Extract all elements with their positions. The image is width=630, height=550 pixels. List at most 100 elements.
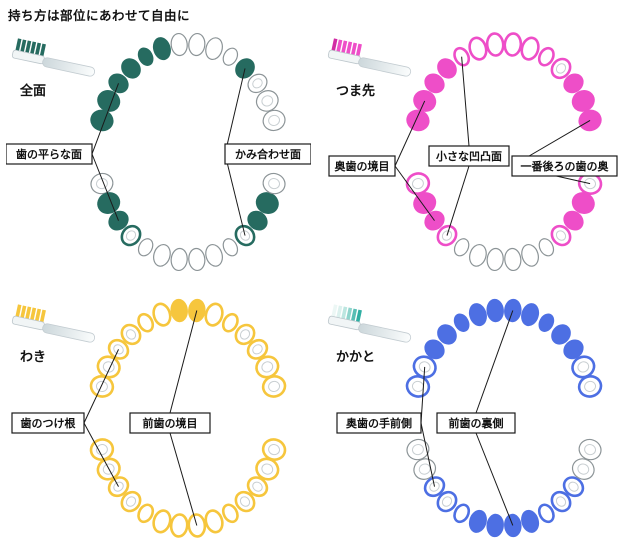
lower-tooth-10	[221, 503, 239, 524]
upper-tooth-7	[485, 32, 505, 57]
upper-tooth-6	[468, 36, 488, 61]
bristle	[30, 41, 37, 55]
lower-tooth-12	[563, 210, 584, 231]
upper-tooth-7	[170, 298, 188, 323]
lower-tooth-2	[413, 192, 437, 215]
upper-tooth-9	[205, 37, 223, 61]
upper-tooth-4	[437, 58, 457, 79]
callout-label: 歯の平らな面	[16, 147, 82, 161]
upper-tooth-14	[577, 375, 603, 398]
tooth-detail	[584, 444, 597, 456]
bristle	[39, 309, 46, 323]
leader-line	[446, 165, 470, 236]
lower-tooth-7	[169, 513, 189, 538]
lower-tooth-6	[468, 509, 487, 533]
callout-label: 奥歯の境目	[334, 159, 390, 173]
tooth-detail	[113, 481, 124, 492]
tooth-detail	[268, 444, 281, 456]
lower-tooth-11	[234, 490, 256, 513]
bristle	[350, 308, 358, 322]
bristle	[15, 304, 22, 318]
tooth-detail	[555, 63, 567, 74]
bristle	[20, 39, 27, 53]
brush-handle	[358, 57, 412, 77]
tooth-detail	[239, 230, 251, 241]
grip-label-kakato: かかと	[336, 349, 376, 364]
lower-tooth-7	[170, 247, 188, 272]
upper-tooth-3	[107, 338, 130, 360]
lower-tooth-13	[255, 192, 279, 215]
bristle	[25, 306, 32, 320]
tooth-detail	[113, 344, 124, 355]
tooth-detail	[252, 344, 263, 355]
panel-tsumasaki: つま先 奥歯の境目小さな凹凸面一番後ろの歯の奥	[322, 24, 627, 282]
upper-tooth-12	[246, 338, 269, 360]
tooth-detail	[125, 329, 137, 340]
lower-tooth-9	[521, 509, 540, 533]
upper-tooth-6	[468, 303, 487, 327]
callout-box	[6, 143, 93, 165]
tooth-detail	[411, 178, 424, 190]
tooth-detail	[441, 230, 453, 241]
upper-tooth-5	[137, 47, 154, 66]
tooth-detail	[125, 496, 137, 507]
mouth-diagram-waki: 歯のつけ根前歯の境目	[11, 298, 287, 538]
bristle	[336, 39, 343, 53]
panel-zenmen: 全面 歯の平らな面かみ合わせ面	[6, 24, 311, 282]
upper-tooth-7	[486, 298, 504, 323]
upper-tooth-14	[262, 109, 286, 132]
lower-tooth-1	[406, 438, 430, 461]
lower-tooth-4	[120, 490, 142, 513]
lower-tooth-5	[137, 503, 155, 524]
bristle	[355, 309, 362, 323]
bristle	[336, 305, 343, 319]
upper-tooth-11	[551, 324, 571, 345]
toothbrush-icon	[11, 38, 96, 77]
upper-tooth-14	[261, 375, 287, 398]
lower-tooth-12	[246, 476, 269, 498]
tooth-detail	[261, 361, 274, 373]
lower-tooth-3	[424, 210, 445, 231]
bristle	[39, 43, 46, 57]
callout-label: 一番後ろの歯の奥	[521, 159, 610, 173]
callout-label: 小さな凹凸面	[435, 149, 502, 163]
tooth-detail	[95, 178, 108, 190]
tooth-detail	[555, 496, 567, 507]
tooth-detail	[429, 481, 440, 492]
callout-box	[511, 155, 618, 177]
toothbrush-icon	[327, 304, 412, 343]
bristle	[15, 38, 22, 52]
upper-tooth-3	[424, 339, 445, 360]
lower-tooth-4	[436, 490, 458, 513]
upper-tooth-4	[121, 58, 141, 79]
tooth-detail	[555, 230, 567, 241]
brush-handle	[42, 57, 96, 77]
bristle	[331, 304, 338, 318]
upper-tooth-7	[170, 32, 188, 57]
upper-tooth-3	[424, 73, 445, 94]
tooth-detail	[252, 78, 263, 89]
lower-tooth-6	[469, 243, 487, 267]
upper-tooth-9	[521, 303, 540, 327]
upper-tooth-13	[571, 89, 595, 112]
upper-tooth-8	[188, 32, 206, 57]
upper-tooth-10	[537, 46, 555, 67]
upper-tooth-11	[234, 323, 256, 346]
bristle	[346, 41, 353, 55]
mouth-diagram-kakato: 奥歯の手前側前歯の裏側	[327, 298, 603, 538]
callout-box	[11, 412, 85, 434]
tooth-detail	[261, 95, 274, 107]
callout-box	[436, 412, 516, 434]
toothbrush-icon	[11, 304, 96, 343]
page-title: 持ち方は部位にあわせて自由に	[8, 9, 191, 23]
tooth-detail	[577, 463, 590, 475]
bristle	[346, 307, 353, 321]
tooth-detail	[239, 329, 251, 340]
leader-line	[475, 310, 514, 414]
bristle	[30, 307, 37, 321]
callout-box	[129, 412, 211, 434]
lower-tooth-12	[562, 476, 585, 498]
leader-line	[224, 153, 246, 236]
lower-tooth-7	[486, 247, 504, 272]
